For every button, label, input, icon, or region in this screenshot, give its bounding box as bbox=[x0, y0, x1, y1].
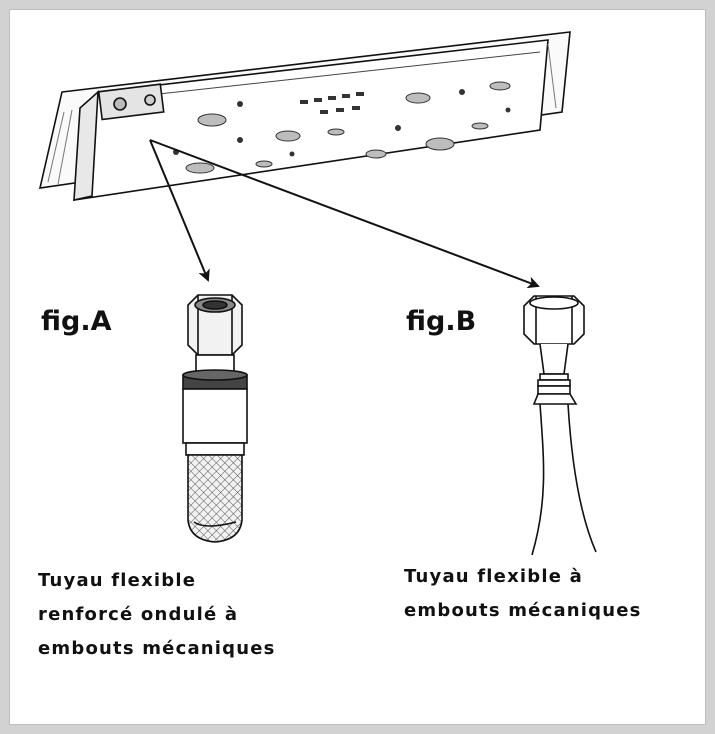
fig-a-caption-line: embouts mécaniques bbox=[38, 638, 276, 659]
fig-a-caption-line: renforcé ondulé à bbox=[38, 604, 239, 625]
arrow-to-fig-a bbox=[149, 139, 210, 282]
cooktop-underside bbox=[38, 31, 571, 202]
fig-b-label: fig.B bbox=[406, 306, 477, 337]
fig-b-caption-line: Tuyau flexible à bbox=[404, 566, 583, 587]
fig-b-caption-line: embouts mécaniques bbox=[404, 600, 642, 621]
hose-fig-b bbox=[523, 295, 597, 556]
arrow-to-fig-b bbox=[149, 139, 540, 289]
fig-a-label: fig.A bbox=[41, 306, 112, 337]
fig-a-caption: Tuyau flexible renforcé ondulé à embouts… bbox=[38, 564, 276, 666]
fig-a-caption-line: Tuyau flexible bbox=[38, 570, 197, 591]
fig-b-caption: Tuyau flexible à embouts mécaniques bbox=[404, 560, 642, 628]
hose-fig-a bbox=[182, 294, 248, 543]
